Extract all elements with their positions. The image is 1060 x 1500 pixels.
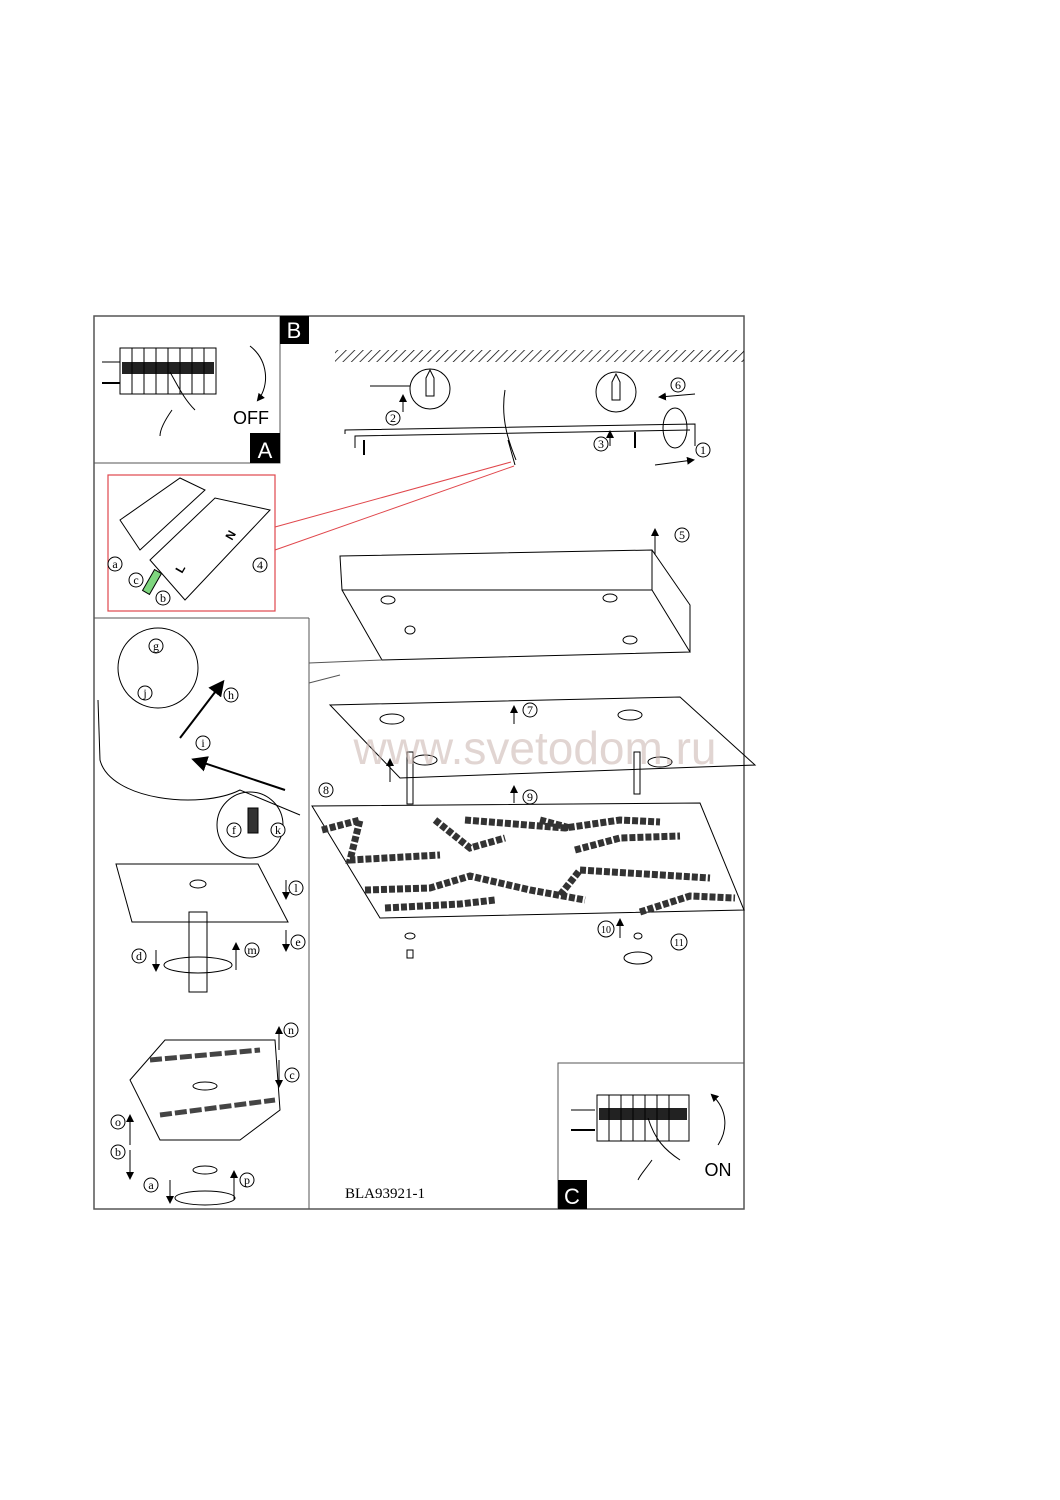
wall-plug-icon [409,368,451,410]
detail-views [97,627,301,1206]
svg-text:3: 3 [598,437,604,451]
crystal-plate [311,802,745,965]
letter-a: a [112,557,118,571]
svg-text:7: 7 [527,703,533,717]
step-3: 3 [593,436,609,452]
watermark: www.svetodom.ru [352,722,716,774]
letter-b: b [115,1145,121,1159]
step-7: 7 [522,702,538,718]
step-8: 8 [318,782,334,798]
arrow-up-icon [710,1093,726,1146]
svg-text:2: 2 [390,411,396,425]
svg-text:1: 1 [700,443,706,457]
ceiling [335,350,744,362]
letter-c: c [133,573,138,587]
letter-l: l [294,881,298,895]
circuit-breaker-icon [102,347,217,437]
svg-text:11: 11 [674,938,684,949]
document-code: BLA93921-1 [345,1186,425,1202]
letter-e: e [295,935,300,949]
power-on-panel: C ON [557,1062,745,1210]
letter-g: g [153,639,159,653]
step-11: 11 [670,933,688,951]
letter-f: f [232,823,236,837]
page-frame [93,315,745,1210]
arrow-down-icon [249,345,267,402]
wall-plug-icon [595,371,637,413]
step-2: 2 [385,410,401,426]
step-1: 1 [695,442,711,458]
svg-text:9: 9 [527,790,533,804]
letter-h: h [228,688,234,702]
power-off-panel: B A OFF [93,315,309,464]
corner-badge-b [280,316,309,344]
letter-b: b [160,591,166,605]
connector-zoom-icon [117,627,199,709]
terminal-block-icon [149,497,271,601]
off-label: OFF [233,408,269,428]
plate-detail [115,863,289,923]
letter-n: n [288,1023,294,1037]
corner-badge-c [558,1180,587,1209]
detail-letters: g j h i f k l e d m n c o b a p [110,638,306,1193]
crystal-detail [129,1039,281,1141]
svg-text:10: 10 [601,925,611,936]
corner-label-c: C [564,1184,580,1209]
step-4: 4 [252,557,268,573]
corner-label-b: B [287,318,302,343]
step-6: 6 [670,377,686,393]
svg-text:4: 4 [257,558,263,572]
wire-highlight [141,568,163,596]
step-10: 10 [597,920,615,938]
step-numbers: 1 2 3 4 5 6 7 8 9 10 11 [252,377,711,951]
letter-d: d [136,949,142,963]
on-label: ON [705,1160,732,1180]
step-9: 9 [522,789,538,805]
letter-i: i [201,736,205,750]
svg-text:8: 8 [323,783,329,797]
canopy [308,549,691,684]
corner-label-a: A [258,438,273,463]
step-5: 5 [674,527,690,543]
letter-o: o [115,1115,121,1129]
mounting-bracket [344,368,696,466]
svg-text:6: 6 [675,378,681,392]
wiring-detail-panel: N L a c b [107,461,515,612]
circuit-breaker-icon [571,1094,690,1181]
mounting-plate [328,696,757,805]
letter-j: j [142,686,146,700]
letter-c: c [289,1068,294,1082]
letter-k: k [275,823,281,837]
svg-text:5: 5 [679,528,685,542]
terminal-l-label: L [172,562,188,575]
corner-badge-a [250,433,280,463]
terminal-n-label: N [222,528,238,543]
letter-p: p [244,1173,250,1187]
letter-a: a [148,1178,154,1192]
letter-m: m [247,943,257,957]
